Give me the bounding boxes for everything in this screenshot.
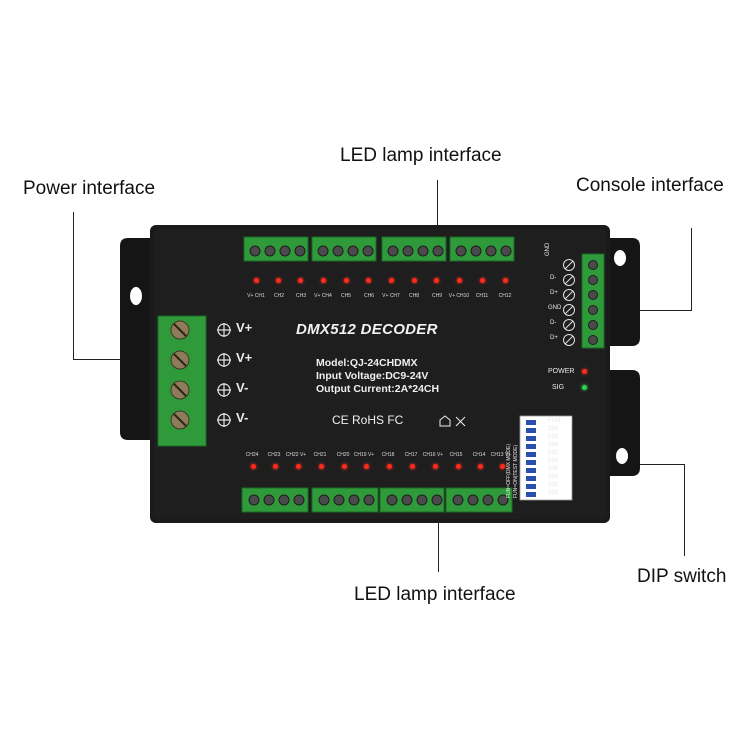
console-label: GND [548, 305, 562, 311]
dip-value-label: 001 [548, 490, 559, 496]
led-ch5 [344, 278, 349, 283]
channel-label-bottom: CH22 V+ [285, 452, 307, 458]
power-leader-vertical [73, 212, 75, 360]
led-ch13 [500, 464, 505, 469]
console-leader-horizontal [596, 310, 692, 312]
dip-leader-horizontal [603, 464, 685, 466]
led-lamp-interface-top-label: LED lamp interface [340, 145, 502, 166]
led-ch24 [251, 464, 256, 469]
led-ch19 [364, 464, 369, 469]
channel-label-bottom: CH13 V+ [490, 452, 512, 458]
device-title: DMX512 DECODER [296, 321, 438, 338]
dip-value-label: 128 [548, 434, 559, 440]
dip-mode-label: FUN=ON(TEST MODE) [513, 444, 519, 498]
console-leader-vertical [691, 228, 693, 311]
led-ch3 [298, 278, 303, 283]
dip-switch-label: DIP switch [637, 566, 727, 587]
channel-label-top: CH12 [498, 293, 512, 299]
sig-status-led [582, 385, 587, 390]
channel-label-bottom: CH23 [267, 452, 281, 458]
power-terminal-label-2: V+ [236, 350, 253, 365]
channel-label-top: CH6 [363, 293, 374, 299]
console-label: D+ [550, 335, 558, 341]
power-terminal-label-4: V- [236, 410, 249, 425]
channel-label-bottom: CH17 [404, 452, 418, 458]
weee-bin-icon [439, 415, 466, 427]
led-ch14 [478, 464, 483, 469]
channel-label-top: CH11 [475, 293, 489, 299]
channel-label-bottom: CH19 V+ [353, 452, 375, 458]
led-ch4 [321, 278, 326, 283]
led-ch1 [254, 278, 259, 283]
dip-value-label: 004 [548, 474, 559, 480]
power-status-label: POWER [548, 368, 575, 375]
led-ch21 [319, 464, 324, 469]
dip-value-label: 008 [548, 466, 559, 472]
console-label: D- [550, 275, 557, 281]
power-interface-label: Power interface [23, 178, 156, 199]
certification-marks: CE RoHS FC [332, 413, 404, 427]
channel-label-bottom: CH24 [245, 452, 259, 458]
model-text: Model:QJ-24CHDMX [316, 357, 418, 369]
dip-value-label: 016 [548, 458, 559, 464]
channel-label-bottom: CH18 [381, 452, 395, 458]
led-ch20 [342, 464, 347, 469]
channel-label-bottom: CH21 [313, 452, 327, 458]
sig-status-label: SIG [552, 384, 565, 391]
led-ch2 [276, 278, 281, 283]
dip-value-label: 064 [548, 442, 559, 448]
current-text: Output Current:2A*24CH [316, 383, 440, 395]
channel-label-top: V+ CH1 [247, 293, 265, 299]
channel-label-top: CH2 [273, 293, 284, 299]
led-ch18 [387, 464, 392, 469]
channel-label-top: CH5 [340, 293, 351, 299]
dip-value-label: 002 [548, 482, 559, 488]
led-ch22 [296, 464, 301, 469]
led-ch7 [389, 278, 394, 283]
power-terminal-label-3: V- [236, 380, 249, 395]
led-ch10 [457, 278, 462, 283]
led-ch11 [480, 278, 485, 283]
dip-leader-vertical [684, 464, 686, 556]
dip-value-label: 032 [548, 450, 559, 456]
console-label: D- [550, 320, 557, 326]
channel-label-top: V+ CH4 [314, 293, 332, 299]
led-top-leader [437, 180, 439, 240]
dmx-decoder-device: V+ V+ V- V- V+ CH1 CH2 CH3 V+ CH4 CH5 CH… [120, 220, 640, 525]
channel-label-top: CH8 [408, 293, 419, 299]
channel-label-bottom: CH15 [449, 452, 463, 458]
channel-label-bottom: CH14 [472, 452, 486, 458]
console-label: D+ [550, 290, 558, 296]
channel-label-top: CH3 [295, 293, 306, 299]
led-ch8 [412, 278, 417, 283]
channel-label-bottom: CH16 V+ [422, 452, 444, 458]
led-lamp-interface-bottom-label: LED lamp interface [354, 584, 516, 605]
led-ch6 [366, 278, 371, 283]
voltage-text: Input Voltage:DC9-24V [316, 370, 429, 382]
led-ch9 [434, 278, 439, 283]
led-ch23 [273, 464, 278, 469]
led-bottom-leader [438, 512, 440, 572]
power-terminal-label-1: V+ [236, 320, 253, 335]
console-label: GND [545, 242, 551, 256]
dip-value-label: 256 [548, 426, 559, 432]
led-ch12 [503, 278, 508, 283]
led-ch17 [410, 464, 415, 469]
channel-label-top: CH9 [431, 293, 442, 299]
channel-label-top: V+ CH7 [382, 293, 400, 299]
led-ch15 [456, 464, 461, 469]
device-body [120, 225, 640, 523]
dip-value-label: FUN [548, 418, 561, 424]
channel-label-top: V+ CH10 [448, 293, 470, 299]
console-interface-label: Console interface [576, 175, 724, 196]
channel-label-bottom: CH20 [336, 452, 350, 458]
led-ch16 [433, 464, 438, 469]
power-status-led [582, 369, 587, 374]
